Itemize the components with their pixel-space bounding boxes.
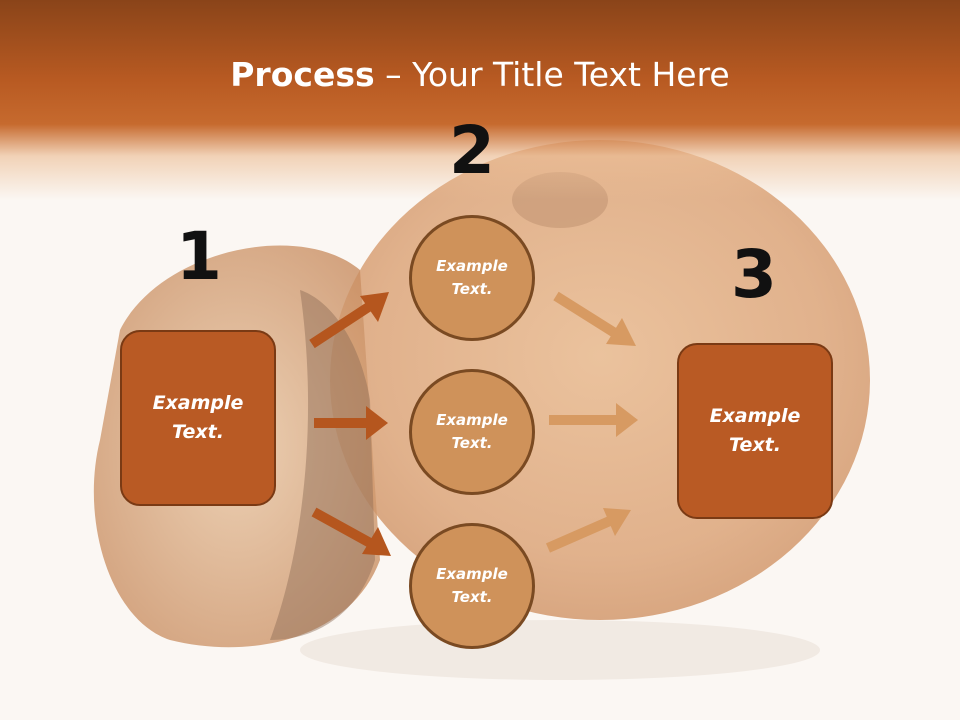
arrow-circle-3-to-right [545, 508, 631, 553]
left-box-text: Example Text. [152, 392, 244, 443]
step-number-3: 3 [731, 236, 777, 313]
arrow-circle-1-to-right [553, 291, 636, 346]
right-box: Example Text. [677, 343, 833, 519]
step-number-1: 1 [176, 218, 222, 295]
circle-3: Example Text. [409, 523, 535, 649]
right-box-text: Example Text. [709, 405, 801, 456]
arrow-left-to-circle-3 [311, 507, 391, 556]
step-number-2: 2 [449, 112, 495, 189]
header-band [0, 0, 960, 200]
circle-1-text: Example Text. [436, 257, 508, 298]
arrow-circle-2-to-right [549, 403, 638, 437]
circle-1: Example Text. [409, 215, 535, 341]
slide-title: Process – Your Title Text Here [0, 52, 960, 98]
title-rest: – Your Title Text Here [374, 55, 730, 94]
circle-2-text: Example Text. [436, 411, 508, 452]
title-bold: Process [230, 55, 375, 94]
arrow-left-to-circle-2 [314, 406, 388, 440]
left-box: Example Text. [120, 330, 276, 506]
circle-3-text: Example Text. [436, 565, 508, 606]
circle-2: Example Text. [409, 369, 535, 495]
arrow-left-to-circle-1 [309, 292, 389, 349]
